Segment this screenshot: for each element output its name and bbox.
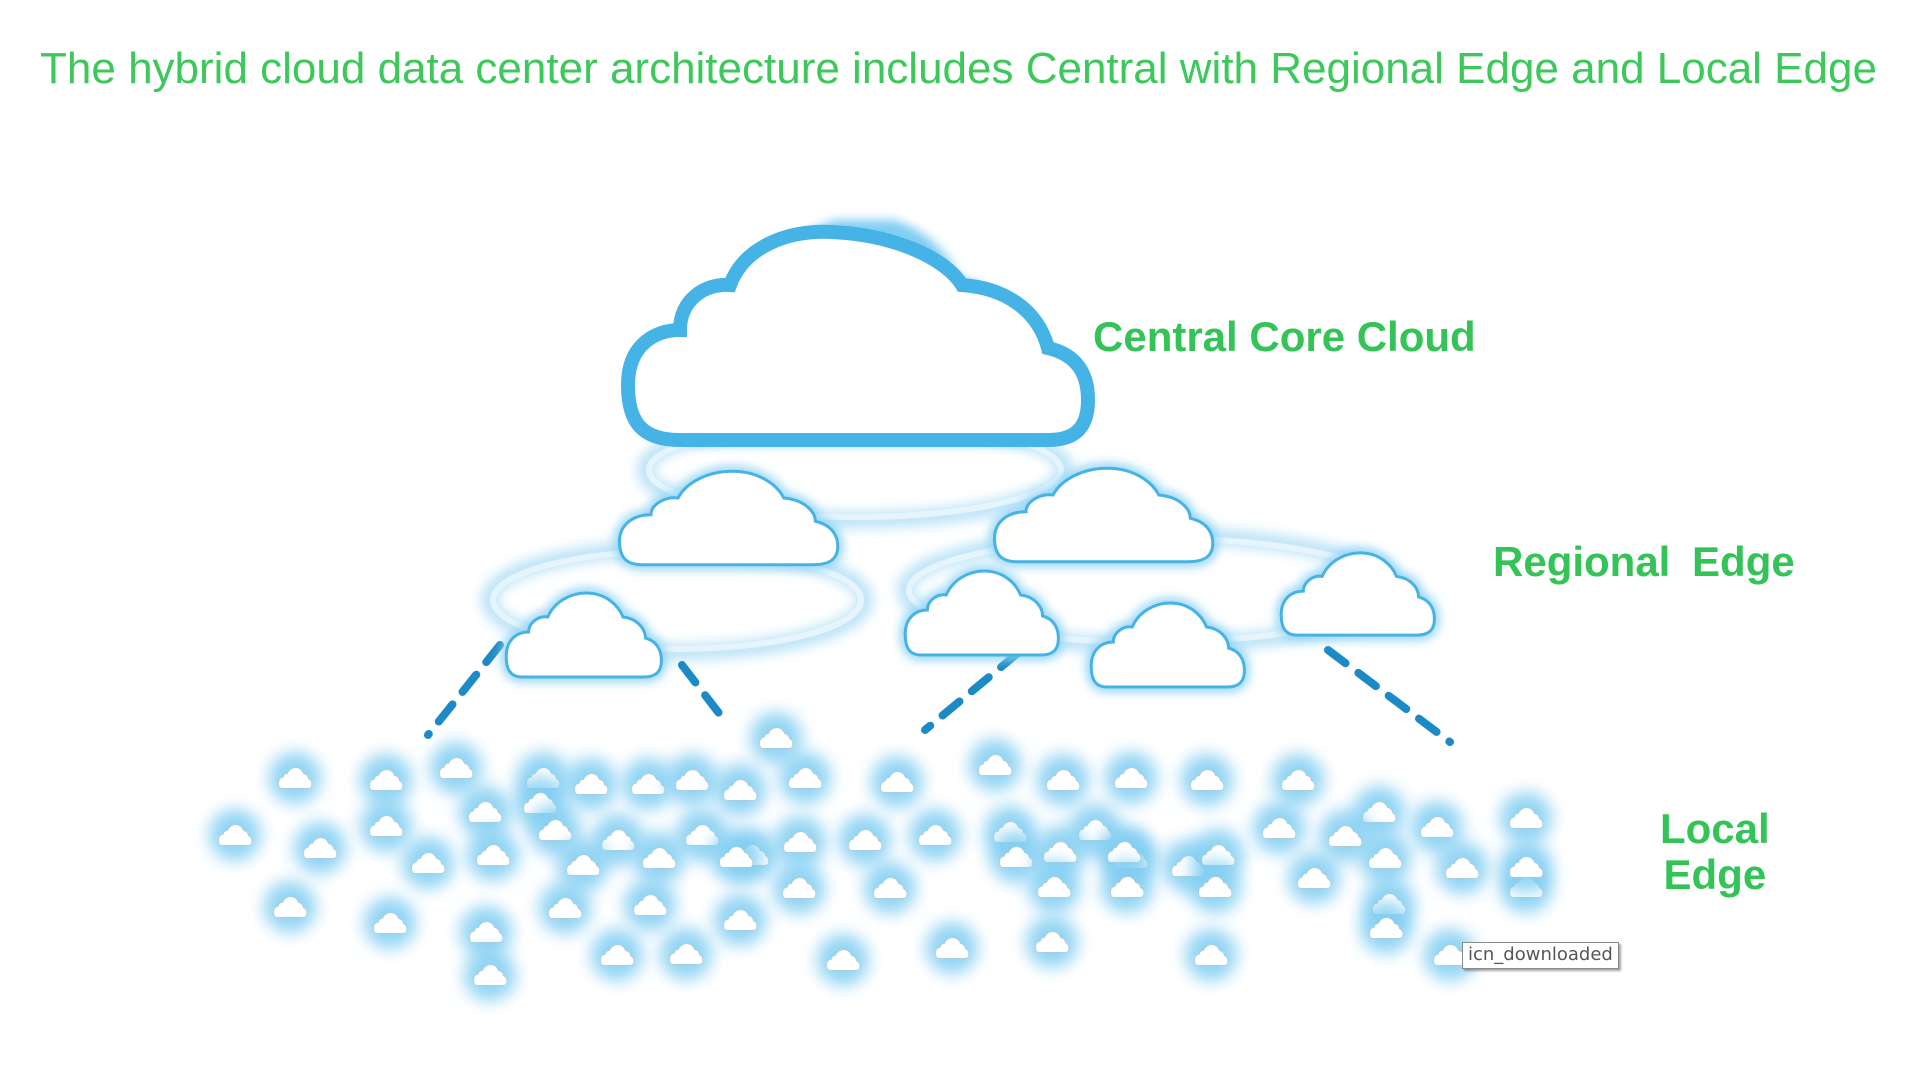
local-edge-cloud[interactable]	[529, 804, 581, 856]
local-edge-cloud[interactable]	[871, 756, 923, 808]
connector-lines	[424, 641, 1454, 746]
regional-edge-cloud[interactable]	[1086, 597, 1250, 692]
local-edge-cloud[interactable]	[1101, 861, 1153, 913]
local-edge-cloud[interactable]	[714, 764, 766, 816]
local-edge-cloud[interactable]	[710, 831, 762, 883]
local-edge-cloud[interactable]	[1500, 841, 1552, 893]
local-edge-cloud[interactable]	[467, 829, 519, 881]
local-edge-cloud[interactable]	[209, 809, 261, 861]
local-edge-cloud[interactable]	[1319, 810, 1371, 862]
local-clouds	[209, 712, 1552, 1001]
local-edge-cloud[interactable]	[591, 929, 643, 981]
local-edge-cloud[interactable]	[750, 712, 802, 764]
local-edge-cloud[interactable]	[864, 862, 916, 914]
central-core-cloud[interactable]	[620, 228, 1096, 447]
local-edge-cloud[interactable]	[360, 754, 412, 806]
local-edge-cloud[interactable]	[557, 839, 609, 891]
local-edge-cloud[interactable]	[622, 758, 674, 810]
local-edge-cloud[interactable]	[660, 928, 712, 980]
regional-edge-cloud[interactable]	[614, 466, 843, 570]
regional-edge-cloud[interactable]	[900, 565, 1064, 660]
local-edge-cloud[interactable]	[1272, 754, 1324, 806]
connector-line	[921, 649, 1022, 734]
local-edge-cloud[interactable]	[773, 862, 825, 914]
local-edge-cloud[interactable]	[1360, 902, 1412, 954]
local-edge-cloud[interactable]	[459, 786, 511, 838]
local-edge-cloud[interactable]	[1026, 916, 1078, 968]
local-edge-cloud[interactable]	[460, 906, 512, 958]
local-edge-cloud[interactable]	[624, 879, 676, 931]
local-edge-cloud[interactable]	[294, 822, 346, 874]
local-edge-cloud[interactable]	[364, 897, 416, 949]
local-edge-cloud[interactable]	[539, 882, 591, 934]
diagram-title: The hybrid cloud data center architectur…	[40, 44, 1877, 93]
local-edge-cloud[interactable]	[633, 832, 685, 884]
local-edge-label-line2: Edge	[1663, 851, 1767, 898]
local-edge-cloud[interactable]	[1253, 802, 1305, 854]
local-edge-cloud[interactable]	[926, 922, 978, 974]
local-edge-cloud[interactable]	[1181, 754, 1233, 806]
local-edge-cloud[interactable]	[817, 934, 869, 986]
local-edge-cloud[interactable]	[969, 739, 1021, 791]
local-edge-label-line1: Local	[1660, 805, 1770, 852]
local-edge-cloud[interactable]	[1359, 832, 1411, 884]
local-edge-label: Local Edge	[1660, 806, 1770, 898]
local-edge-cloud[interactable]	[714, 894, 766, 946]
local-edge-cloud[interactable]	[464, 949, 516, 1001]
connector-line	[678, 661, 732, 729]
local-edge-cloud[interactable]	[1411, 801, 1463, 853]
local-edge-cloud[interactable]	[402, 837, 454, 889]
local-edge-cloud[interactable]	[774, 816, 826, 868]
connector-line	[1324, 646, 1454, 746]
regional-edge-cloud[interactable]	[1276, 547, 1440, 641]
local-edge-cloud[interactable]	[779, 752, 831, 804]
local-edge-cloud[interactable]	[666, 754, 718, 806]
local-edge-cloud[interactable]	[1185, 929, 1237, 981]
local-edge-cloud[interactable]	[264, 881, 316, 933]
local-edge-cloud[interactable]	[1037, 754, 1089, 806]
local-edge-cloud[interactable]	[565, 758, 617, 810]
regional-clouds	[501, 463, 1440, 692]
tooltip: icn_downloaded	[1462, 942, 1619, 969]
local-edge-cloud[interactable]	[909, 809, 961, 861]
connector-line	[424, 641, 504, 739]
regional-edge-cloud[interactable]	[989, 463, 1218, 567]
local-edge-cloud[interactable]	[1189, 861, 1241, 913]
local-edge-cloud[interactable]	[990, 831, 1042, 883]
local-edge-cloud[interactable]	[360, 800, 412, 852]
local-edge-cloud[interactable]	[1028, 861, 1080, 913]
central-core-label: Central Core Cloud	[1093, 313, 1476, 360]
local-edge-cloud[interactable]	[1500, 792, 1552, 844]
local-edge-cloud[interactable]	[269, 752, 321, 804]
local-edge-cloud[interactable]	[1288, 852, 1340, 904]
local-edge-cloud[interactable]	[430, 742, 482, 794]
local-edge-cloud[interactable]	[1105, 752, 1157, 804]
local-edge-cloud[interactable]	[1436, 842, 1488, 894]
local-edge-cloud[interactable]	[839, 814, 891, 866]
regional-edge-cloud[interactable]	[501, 587, 667, 682]
regional-edge-label: Regional Edge	[1493, 538, 1795, 585]
